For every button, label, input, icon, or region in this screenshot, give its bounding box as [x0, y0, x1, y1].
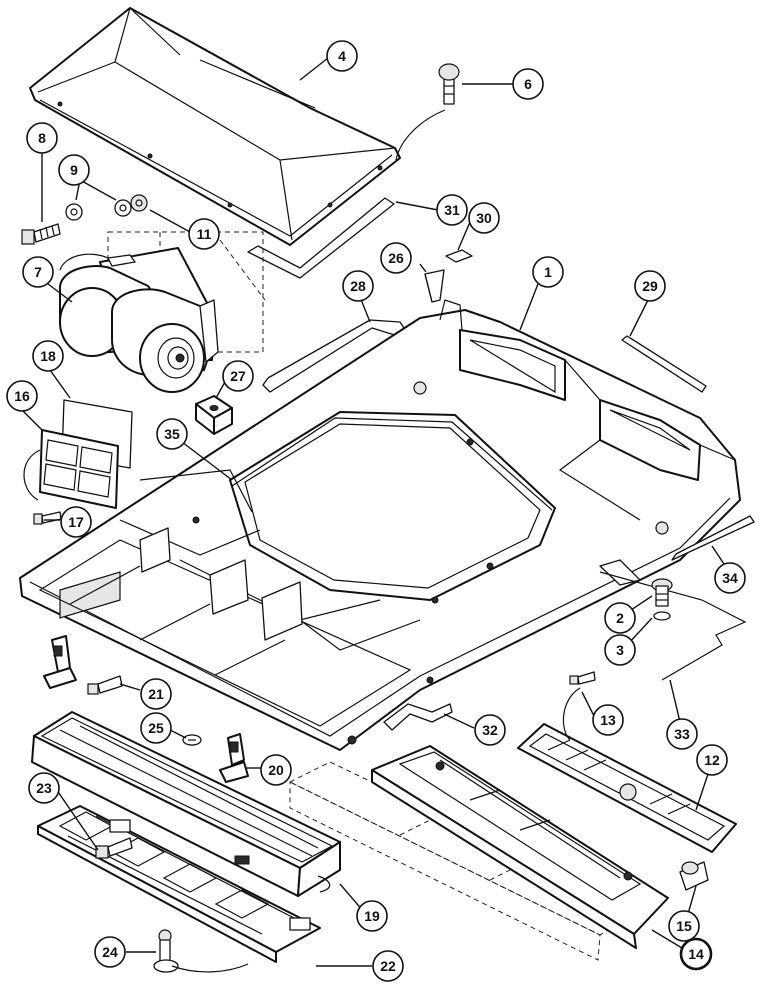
- callout-23: 23: [28, 772, 60, 804]
- seal-strip-31: [247, 197, 395, 279]
- callout-14: 14: [679, 937, 713, 971]
- callout-2-label: 2: [616, 610, 624, 626]
- callout-14-label: 14: [688, 946, 704, 962]
- vent-12: [517, 723, 737, 853]
- bracket-left: [43, 635, 77, 689]
- callout-29: 29: [634, 270, 666, 302]
- callout-11-label: 11: [197, 226, 212, 242]
- callout-27-label: 27: [230, 368, 246, 384]
- callout-9: 9: [58, 154, 90, 186]
- callout-22: 22: [372, 950, 404, 982]
- screw-17: [33, 511, 62, 525]
- callout-35: 35: [156, 418, 188, 450]
- callout-19: 19: [356, 900, 388, 932]
- callout-25: 25: [140, 712, 172, 744]
- callout-4-label: 4: [338, 48, 346, 64]
- callout-7-label: 7: [34, 264, 42, 280]
- callout-15: 15: [668, 910, 700, 942]
- callout-35-label: 35: [164, 426, 180, 442]
- callout-2: 2: [604, 602, 636, 634]
- callout-6-label: 6: [524, 76, 532, 92]
- callout-34-label: 34: [722, 570, 738, 586]
- callout-31: 31: [436, 194, 468, 226]
- callout-24-label: 24: [102, 944, 118, 960]
- callout-6: 6: [512, 68, 544, 100]
- callout-26-label: 26: [388, 250, 404, 266]
- bracket-32: [383, 703, 453, 731]
- washer-25: [182, 734, 202, 746]
- callout-32-label: 32: [482, 722, 498, 738]
- blower-assembly: [58, 231, 266, 393]
- callout-13-label: 13: [600, 712, 616, 728]
- callout-7: 7: [22, 256, 54, 288]
- callout-28: 28: [342, 270, 374, 302]
- callout-21: 21: [140, 678, 172, 710]
- callout-16-label: 16: [14, 388, 30, 404]
- callout-13: 13: [592, 704, 624, 736]
- clip-30: [445, 249, 473, 263]
- callout-15-label: 15: [676, 918, 692, 934]
- callout-22-label: 22: [380, 958, 396, 974]
- callout-33: 33: [666, 718, 698, 750]
- callout-25-label: 25: [148, 720, 164, 736]
- grille-frame-16: [23, 429, 119, 509]
- callout-19-label: 19: [364, 908, 380, 924]
- outlet-duct-14: [371, 745, 669, 949]
- callout-1: 1: [532, 256, 564, 288]
- filter-19: [31, 711, 341, 897]
- callout-11: 11: [188, 218, 220, 250]
- callout-28-label: 28: [350, 278, 366, 294]
- washer-9b: [114, 199, 132, 217]
- knob-24: [153, 929, 249, 973]
- screw-21: [87, 675, 123, 695]
- washer-3: [653, 611, 671, 621]
- nut-11: [130, 194, 148, 212]
- bolt-8: [21, 223, 61, 245]
- callout-21-label: 21: [148, 686, 164, 702]
- main-housing: [19, 299, 741, 751]
- callout-9-label: 9: [70, 162, 78, 178]
- callout-17: 17: [60, 506, 92, 538]
- cover-fastener: [395, 63, 460, 161]
- callout-17-label: 17: [68, 514, 84, 530]
- callout-32: 32: [474, 714, 506, 746]
- callout-20: 20: [260, 754, 292, 786]
- wedge-26: [424, 269, 445, 303]
- callout-18-label: 18: [40, 348, 56, 364]
- callout-31-label: 31: [444, 202, 460, 218]
- callout-29-label: 29: [642, 278, 658, 294]
- callout-12-label: 12: [704, 752, 720, 768]
- callout-34: 34: [714, 562, 746, 594]
- callout-3: 3: [604, 634, 636, 666]
- callout-12: 12: [696, 744, 728, 776]
- strip-33: [599, 571, 747, 681]
- callout-3-label: 3: [616, 642, 624, 658]
- callout-26: 26: [380, 242, 412, 274]
- callout-8-label: 8: [38, 130, 46, 146]
- callout-33-label: 33: [674, 726, 690, 742]
- strip-34: [671, 515, 755, 561]
- seal-strip-29: [621, 335, 707, 393]
- callout-16: 16: [6, 380, 38, 412]
- callout-18: 18: [32, 340, 64, 372]
- callout-30-label: 30: [476, 210, 492, 226]
- callout-23-label: 23: [36, 780, 52, 796]
- callout-27: 27: [222, 360, 254, 392]
- callout-20-label: 20: [268, 762, 284, 778]
- top-cover: [29, 7, 401, 246]
- callout-24: 24: [94, 936, 126, 968]
- screw-23: [95, 837, 133, 859]
- callout-1-label: 1: [544, 264, 552, 280]
- callout-8: 8: [26, 122, 58, 154]
- block-27: [195, 395, 233, 435]
- bracket-20: [219, 733, 249, 783]
- washer-9a: [65, 203, 83, 221]
- callout-4: 4: [326, 40, 358, 72]
- knob-15: [679, 861, 709, 891]
- callout-30: 30: [468, 202, 500, 234]
- bolt-2: [651, 578, 673, 607]
- screw-13: [562, 671, 596, 741]
